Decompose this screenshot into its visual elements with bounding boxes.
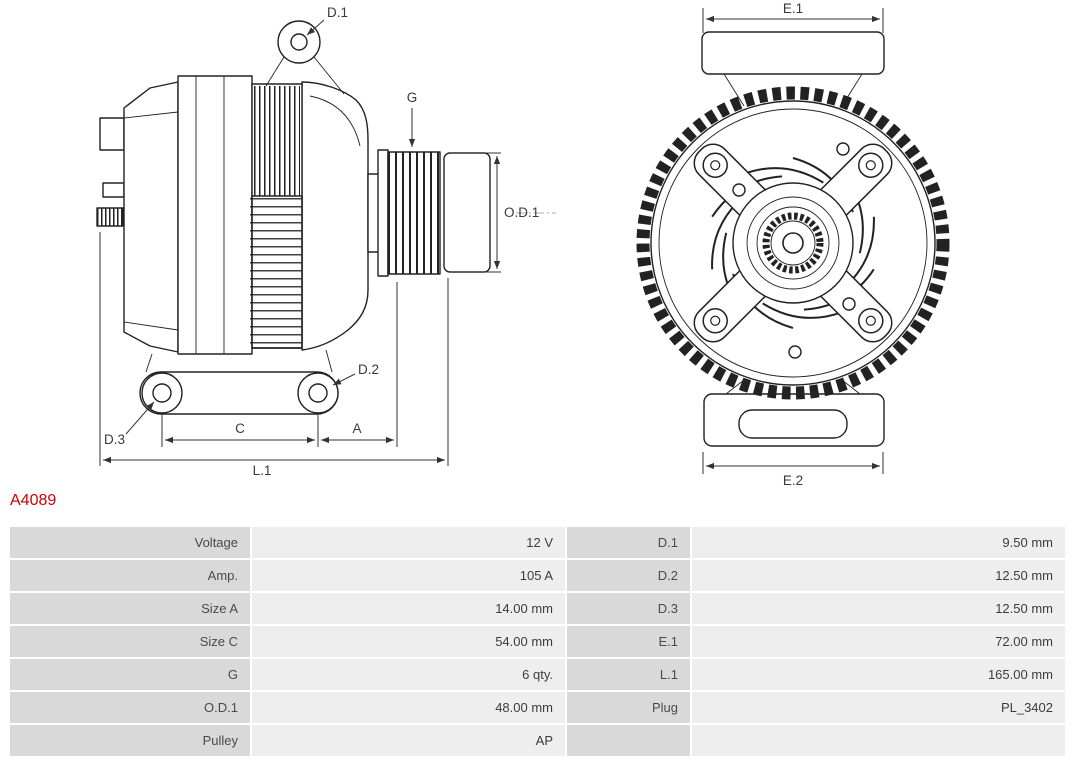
label-e1: E.1 (783, 1, 803, 16)
spec-label-pulley: Pulley (10, 725, 250, 756)
bolt-circles (732, 142, 856, 359)
dim-g: G (407, 90, 418, 147)
shaft-center-hole (782, 232, 804, 254)
label-od1: O.D.1 (504, 205, 539, 220)
front-pulley-hub (732, 182, 854, 304)
spec-label-size-a: Size A (10, 593, 250, 624)
label-g: G (407, 90, 418, 105)
mount-hole-front (297, 372, 339, 414)
front-top-bracket (701, 31, 885, 107)
spec-value-od1: 48.00 mm (252, 692, 565, 723)
label-c: C (235, 421, 245, 436)
dim-a: A (321, 282, 398, 447)
front-bottom-bracket (703, 379, 885, 447)
dim-l1: L.1 (99, 232, 449, 478)
spec-value-e1: 72.00 mm (692, 626, 1065, 657)
label-e2: E.2 (783, 473, 803, 488)
dim-d3: D.3 (104, 401, 155, 447)
spec-value-plug: PL_3402 (692, 692, 1065, 723)
label-d2: D.2 (358, 362, 379, 377)
spec-value-voltage: 12 V (252, 527, 565, 558)
spec-value-l1: 165.00 mm (692, 659, 1065, 690)
spec-value-d1: 9.50 mm (692, 527, 1065, 558)
spec-value-d3: 12.50 mm (692, 593, 1065, 624)
cooling-fin-ring (636, 86, 950, 400)
part-number: A4089 (10, 492, 57, 509)
spec-label-l1: L.1 (567, 659, 690, 690)
spec-value-pulley: AP (252, 725, 565, 756)
mid-housing (177, 75, 253, 355)
spec-label-size-c: Size C (10, 626, 250, 657)
spec-label-d1: D.1 (567, 527, 690, 558)
mounting-lugs (139, 349, 339, 415)
rear-connector-blocks (96, 117, 125, 227)
top-ear-hole (290, 33, 308, 51)
spec-value-amp: 105 A (252, 560, 565, 591)
spec-value-g: 6 qty. (252, 659, 565, 690)
label-a: A (352, 421, 361, 436)
spec-label-e1: E.1 (567, 626, 690, 657)
dim-c: C (161, 414, 319, 447)
splined-shaft-ring (762, 212, 824, 274)
belt-pulley (377, 149, 556, 277)
front-view-drawing: E.1 E.2 (636, 1, 950, 488)
label-d1: D.1 (327, 5, 348, 20)
bottom-bracket-slot (738, 409, 848, 439)
pulley-cap (443, 152, 491, 273)
spec-table: Voltage 12 V D.1 9.50 mm Amp. 105 A D.2 … (10, 527, 1065, 756)
spec-value-d2: 12.50 mm (692, 560, 1065, 591)
spec-value-size-c: 54.00 mm (252, 626, 565, 657)
spec-label-d3: D.3 (567, 593, 690, 624)
dim-e1: E.1 (702, 1, 884, 33)
rear-housing (123, 81, 179, 353)
spec-label-d2: D.2 (567, 560, 690, 591)
spec-label-voltage: Voltage (10, 527, 250, 558)
front-bracket (301, 81, 381, 351)
label-l1: L.1 (253, 463, 272, 478)
stator-ribs (250, 83, 303, 349)
spec-label-plug: Plug (567, 692, 690, 723)
dim-od1: O.D.1 (450, 152, 539, 273)
dim-d1: D.1 (306, 5, 348, 36)
dim-e2: E.2 (702, 452, 884, 488)
spec-value-size-a: 14.00 mm (252, 593, 565, 624)
side-view-drawing: D.1 G O.D.1 D.2 D.3 C (96, 5, 556, 478)
spec-label-empty (567, 725, 690, 756)
alternator-technical-diagram: D.1 G O.D.1 D.2 D.3 C (96, 1, 950, 488)
dim-d2: D.2 (332, 362, 379, 386)
label-d3: D.3 (104, 432, 125, 447)
spec-label-g: G (10, 659, 250, 690)
spec-label-od1: O.D.1 (10, 692, 250, 723)
spec-value-empty (692, 725, 1065, 756)
mount-hole-rear (141, 372, 183, 414)
spec-label-amp: Amp. (10, 560, 250, 591)
